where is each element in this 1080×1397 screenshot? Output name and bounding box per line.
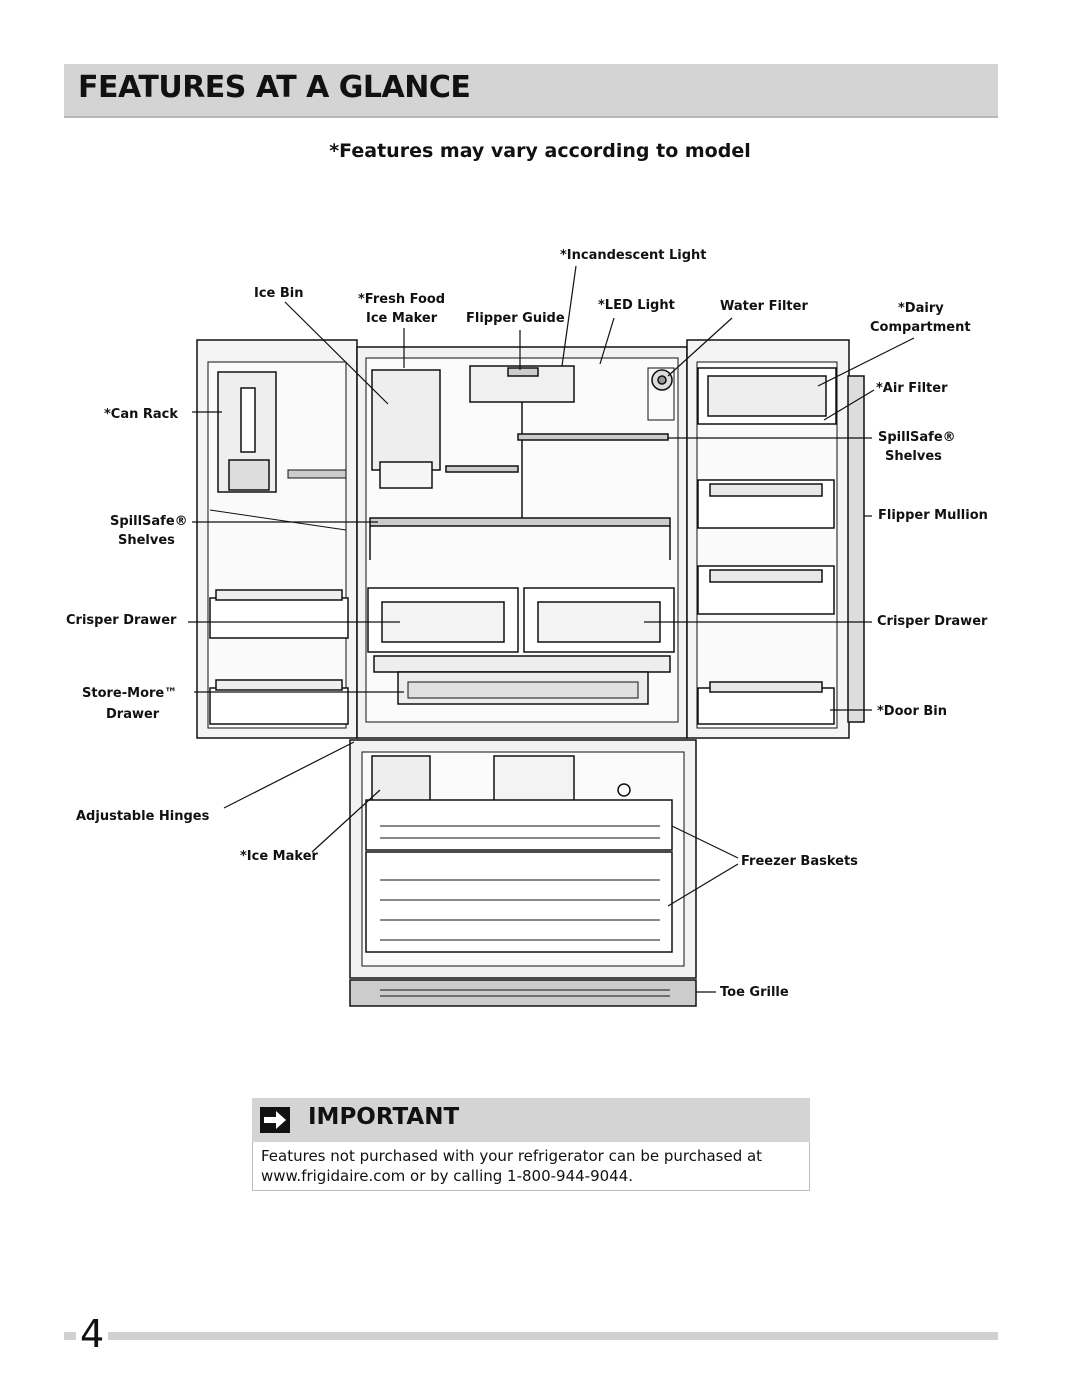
freezer-basket-upper	[365, 799, 673, 851]
label-ice-bin: Ice Bin	[254, 286, 304, 301]
label-incandescent-light: *Incandescent Light	[560, 248, 707, 263]
label-spillsafe-left: SpillSafe®	[110, 514, 188, 529]
label-freezer-baskets: Freezer Baskets	[741, 854, 858, 869]
label-crisper-drawer-right: Crisper Drawer	[877, 614, 988, 629]
label-ice-maker-freezer: *Ice Maker	[240, 849, 318, 864]
label-shelves-left: Shelves	[118, 533, 175, 548]
label-fresh-food: *Fresh Food	[358, 292, 446, 307]
label-flipper-mullion: Flipper Mullion	[878, 508, 988, 523]
label-compartment: Compartment	[870, 320, 971, 335]
spillsafe-shelf-lower	[369, 517, 671, 527]
important-title: IMPORTANT	[308, 1104, 460, 1130]
label-air-filter: *Air Filter	[876, 381, 948, 396]
label-crisper-drawer-left: Crisper Drawer	[66, 613, 177, 628]
page-number: 4	[76, 1312, 109, 1356]
subtitle: *Features may vary according to model	[329, 140, 751, 162]
important-text: Features not purchased with your refrige…	[261, 1147, 763, 1185]
flipper-mullion	[847, 375, 865, 723]
important-box: Features not purchased with your refrige…	[252, 1142, 810, 1191]
label-spillsafe-right: SpillSafe®	[878, 430, 956, 445]
left-lower-bin	[209, 687, 349, 725]
label-water-filter: Water Filter	[720, 299, 808, 314]
title-bar: FEATURES AT A GLANCE	[64, 64, 998, 118]
freezer-basket-lower	[365, 851, 673, 953]
label-can-rack: *Can Rack	[104, 407, 179, 422]
label-door-bin: *Door Bin	[877, 704, 948, 719]
page-title: FEATURES AT A GLANCE	[78, 70, 471, 105]
toe-grille-shape	[349, 979, 697, 1007]
label-ice-maker-top: Ice Maker	[366, 311, 438, 326]
door-bin	[697, 687, 835, 725]
spillsafe-shelf-upper	[517, 433, 669, 441]
left-crisper-bin	[209, 597, 349, 639]
label-drawer: Drawer	[106, 707, 160, 722]
label-store-more: Store-More™	[82, 686, 178, 701]
label-led-light: *LED Light	[598, 298, 675, 313]
arrow-right-icon	[260, 1107, 290, 1133]
label-flipper-guide: Flipper Guide	[466, 311, 565, 326]
label-toe-grille: Toe Grille	[720, 985, 789, 1000]
store-more-drawer	[373, 655, 671, 673]
ice-bin	[371, 369, 441, 471]
important-header: IMPORTANT	[252, 1098, 810, 1142]
label-shelves-right: Shelves	[885, 449, 942, 464]
label-adjustable-hinges: Adjustable Hinges	[76, 809, 210, 824]
label-dairy: *Dairy	[898, 301, 944, 316]
footer-bar	[64, 1332, 998, 1340]
